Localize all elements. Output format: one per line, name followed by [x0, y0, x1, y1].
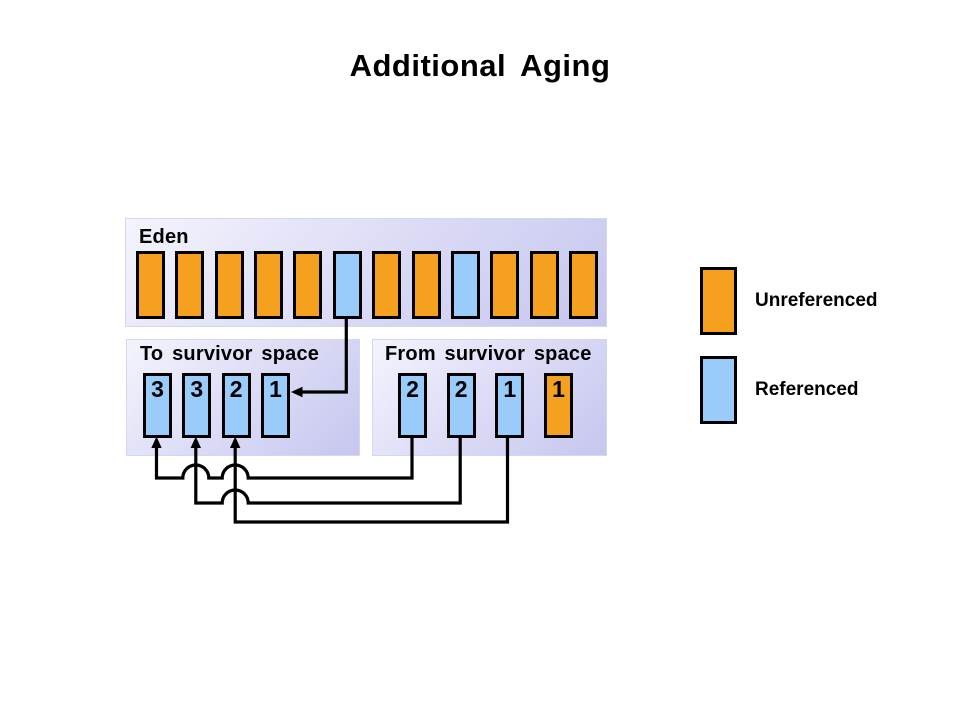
from-survivor-cell-unreferenced: 1 — [543, 373, 573, 438]
from-survivor-cell-referenced: 1 — [495, 373, 525, 438]
to-survivor-cell-referenced: 3 — [143, 373, 172, 438]
eden-space-box: Eden — [125, 218, 607, 327]
eden-cell-unreferenced — [529, 251, 559, 319]
from-survivor-cell-referenced: 2 — [446, 373, 476, 438]
legend-swatch-referenced — [700, 356, 737, 424]
from-survivor-label: From survivor space — [385, 343, 592, 365]
from-survivor-cell-referenced: 2 — [398, 373, 427, 438]
eden-cell-referenced — [332, 251, 362, 319]
eden-label: Eden — [139, 226, 189, 248]
legend-item-referenced: Referenced — [700, 356, 878, 424]
legend-label: Referenced — [755, 379, 859, 400]
cell-age-label: 1 — [503, 376, 517, 402]
cell-age-label: 3 — [151, 376, 164, 402]
eden-cells — [136, 251, 598, 319]
to-survivor-cell-referenced: 3 — [182, 373, 212, 438]
eden-cell-unreferenced — [372, 251, 402, 319]
cell-age-label: 2 — [454, 376, 468, 402]
cell-age-label: 2 — [229, 376, 243, 402]
cell-age-label: 3 — [190, 376, 204, 402]
eden-cell-unreferenced — [293, 251, 323, 319]
eden-cell-referenced — [450, 251, 480, 319]
legend-swatch-unreferenced — [700, 267, 737, 335]
cell-age-label: 1 — [269, 376, 282, 402]
to-survivor-cell-referenced: 1 — [260, 373, 290, 438]
legend-label: Unreferenced — [755, 290, 878, 311]
eden-cell-unreferenced — [136, 251, 165, 319]
eden-cell-unreferenced — [411, 251, 441, 319]
eden-cell-unreferenced — [175, 251, 205, 319]
to-survivor-label: To survivor space — [140, 343, 320, 365]
eden-cell-unreferenced — [568, 251, 598, 319]
legend-item-unreferenced: Unreferenced — [700, 267, 878, 335]
from-survivor-cells: 2 2 1 1 — [398, 373, 573, 438]
eden-cell-unreferenced — [254, 251, 284, 319]
cell-age-label: 1 — [552, 376, 565, 402]
eden-cell-unreferenced — [490, 251, 520, 319]
from-survivor-space-box: From survivor space 2 2 1 1 — [372, 339, 607, 456]
eden-cell-unreferenced — [214, 251, 244, 319]
to-survivor-cell-referenced: 2 — [221, 373, 251, 438]
cell-age-label: 2 — [406, 376, 419, 402]
slide-title: Additional Aging — [349, 48, 611, 83]
